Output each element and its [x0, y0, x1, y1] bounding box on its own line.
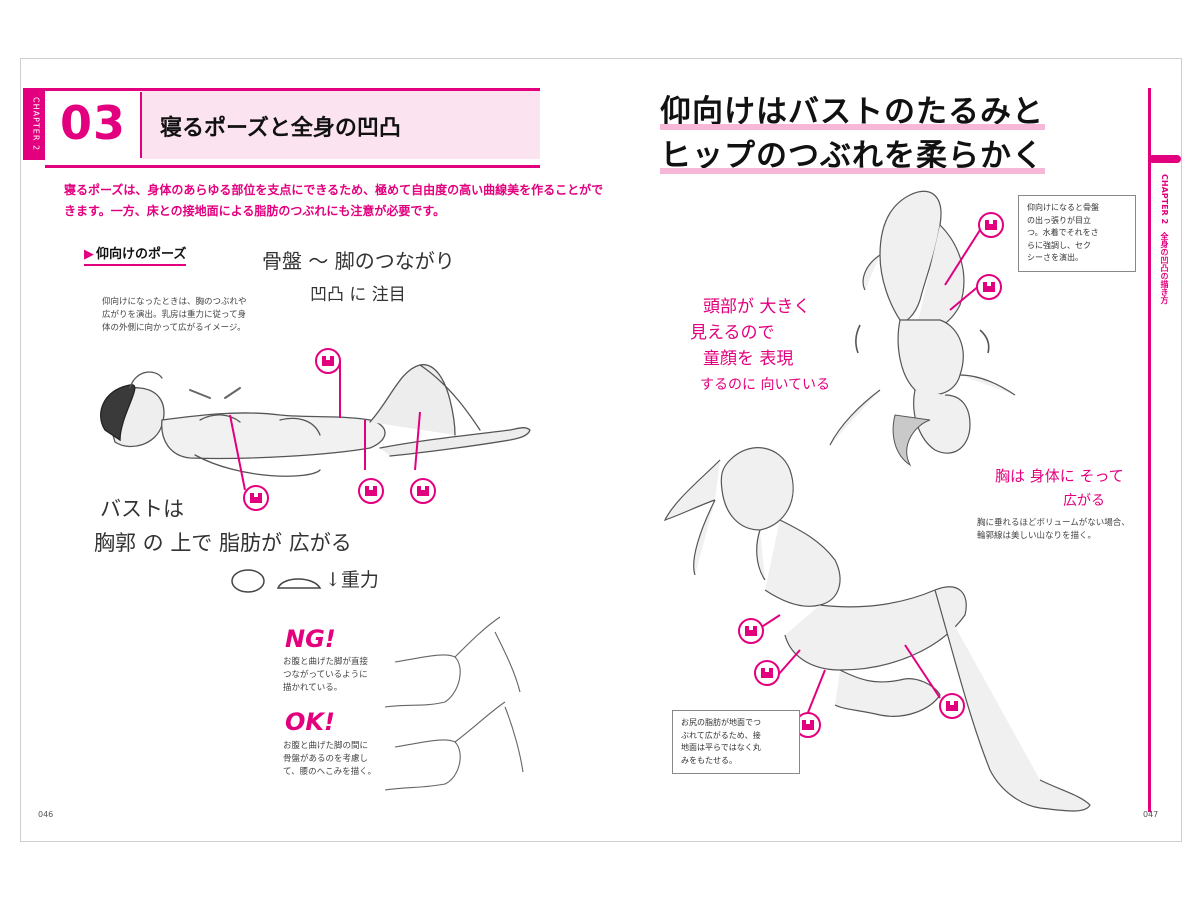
- leg-comparison-sketch: [385, 616, 524, 791]
- triangle-icon: ▶: [84, 247, 94, 262]
- hand-note-pink: するのに 向いている: [700, 377, 831, 393]
- concave-convex-icon: [939, 693, 965, 719]
- callout-line: つ。水着でそれをさ: [1027, 228, 1099, 237]
- callout-line: 仰向けになると骨盤: [1027, 203, 1099, 212]
- ng-note-line: つながっているように: [283, 670, 368, 680]
- chapter-title-background: [142, 91, 540, 159]
- hand-note-pink: 広がる: [1063, 493, 1105, 509]
- hand-note-pink: 頭部が 大きく: [703, 297, 811, 317]
- side-note: 仰向けになったときは、胸のつぶれや 広がりを演出。乳房は重力に従って身 体の外側…: [102, 296, 262, 335]
- callout-line: の出っ張りが目立: [1027, 215, 1091, 225]
- chapter-divider: [140, 92, 142, 158]
- page-number-right: 047: [1143, 810, 1159, 819]
- concave-convex-icon: [243, 485, 269, 511]
- concave-convex-icon: [358, 478, 384, 504]
- hand-note-pink: 胸は 身体に そって: [995, 467, 1124, 485]
- hand-note: 胸郭 の 上で 脂肪が 広がる: [94, 531, 352, 555]
- callout-top: 仰向けになると骨盤 の出っ張りが目立 つ。水着でそれをさ らに強調し、セク シー…: [1018, 195, 1136, 272]
- side-note-line: 広がりを演出。乳房は重力に従って身: [102, 310, 247, 320]
- concave-convex-icon: [315, 348, 341, 374]
- callout-line: みをもたせる。: [681, 755, 737, 765]
- title-underline: [660, 168, 1045, 174]
- page-number-left: 046: [38, 810, 54, 819]
- mid-note-line: 輪郭線は美しい山なりを描く。: [977, 531, 1097, 541]
- intro-line: きます。一方、床との接地面による脂肪のつぶれにも注意が必要です。: [64, 204, 446, 218]
- hand-note: ↓重力: [325, 569, 379, 591]
- chapter-tab: CHAPTER 2: [23, 88, 45, 160]
- ok-label: OK!: [285, 708, 335, 736]
- chapter-title: 寝るポーズと全身の凹凸: [160, 116, 401, 141]
- ok-note-line: て、腰のへこみを描く。: [283, 767, 377, 777]
- concave-convex-icon: [738, 618, 764, 644]
- concave-convex-icon: [978, 212, 1004, 238]
- ng-label: NG!: [285, 625, 336, 653]
- callout-line: 地面は平らではなく丸: [681, 743, 761, 752]
- hand-note: 骨盤 ～ 脚のつながり: [262, 249, 455, 273]
- ng-note-line: お腹と曲げた脚が直接: [283, 657, 369, 667]
- ng-note-line: 描かれている。: [283, 683, 343, 693]
- callout-line: お尻の脂肪が地面でつ: [681, 718, 761, 727]
- lying-pose-illustration: [100, 360, 531, 491]
- upper-figure-illustration: [829, 190, 1016, 467]
- side-note-line: 体の外側に向かって広がるイメージ。: [102, 323, 246, 333]
- intro-text: 寝るポーズは、身体のあらゆる部位を支点にできるため、極めて自由度の高い曲線美を作…: [64, 180, 604, 222]
- chapter-side-label: CHAPTER 2 全身の凹凸の描き方: [1160, 174, 1169, 305]
- ok-note-line: お腹と曲げた脚の間に: [283, 741, 369, 751]
- hand-note-pink: 見えるので: [690, 323, 775, 343]
- chapter-number: 03: [60, 96, 127, 150]
- concave-convex-icon: [410, 478, 436, 504]
- hand-note: 凹凸 に 注目: [310, 285, 406, 305]
- ok-note: お腹と曲げた脚の間に 骨盤があるのを考慮し て、腰のへこみを描く。: [283, 740, 383, 779]
- callout-line: ぶれて広がるため、接: [681, 730, 761, 740]
- hand-note-pink: 童顔を 表現: [703, 349, 794, 369]
- lower-figure-illustration: [663, 447, 1091, 812]
- intro-line: 寝るポーズは、身体のあらゆる部位を支点にできるため、極めて自由度の高い曲線美を作…: [64, 183, 604, 197]
- hand-note: バストは: [100, 497, 184, 521]
- chapter-side-cap: [1148, 155, 1181, 163]
- concave-convex-icon: [976, 274, 1002, 300]
- callout-bottom: お尻の脂肪が地面でつ ぶれて広がるため、接 地面は平らではなく丸 みをもたせる。: [672, 710, 800, 774]
- section-heading-label: 仰向けのポーズ: [96, 247, 187, 262]
- breast-shape-diagram: [231, 569, 322, 593]
- ok-note-line: 骨盤があるのを考慮し: [283, 754, 369, 764]
- callout-line: らに強調し、セク: [1027, 240, 1091, 250]
- ng-note: お腹と曲げた脚が直接 つながっているように 描かれている。: [283, 656, 383, 695]
- chapter-side-bar: [1148, 88, 1151, 812]
- mid-note-line: 胸に垂れるほどボリュームがない場合、: [977, 518, 1130, 528]
- title-underline: [660, 124, 1045, 130]
- chapter-tab-label: CHAPTER 2: [31, 96, 41, 152]
- mid-note: 胸に垂れるほどボリュームがない場合、 輪郭線は美しい山なりを描く。: [977, 517, 1147, 543]
- section-heading: ▶仰向けのポーズ: [84, 243, 187, 266]
- side-note-line: 仰向けになったときは、胸のつぶれや: [102, 297, 247, 307]
- callout-line: シーさを演出。: [1027, 253, 1083, 262]
- concave-convex-icon: [754, 660, 780, 686]
